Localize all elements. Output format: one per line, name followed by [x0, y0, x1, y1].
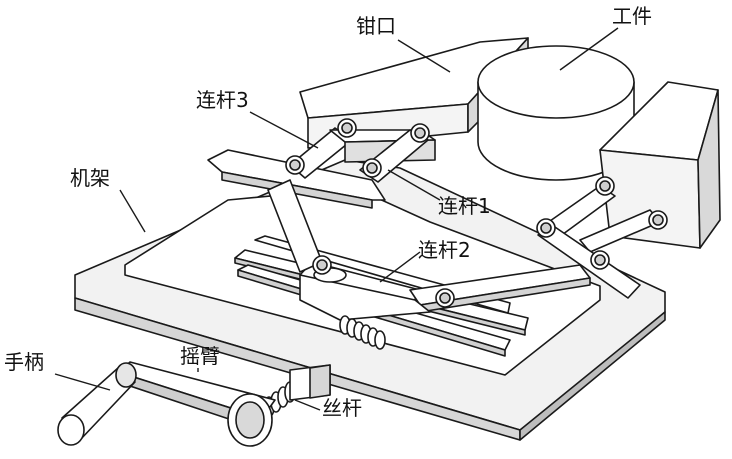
- bearing-block: [289, 364, 331, 401]
- label-link-3: 连杆3: [196, 88, 249, 112]
- label-frame: 机架: [70, 166, 110, 190]
- label-link-1: 连杆1: [438, 194, 491, 218]
- label-screw: 丝杆: [322, 396, 362, 420]
- label-rocker: 摇臂: [180, 344, 220, 368]
- pins: [285, 118, 668, 308]
- right-links: [537, 185, 661, 299]
- label-link-2: 连杆2: [418, 238, 471, 262]
- label-workpiece: 工件: [612, 4, 652, 28]
- label-jaw: 钳口: [356, 14, 396, 38]
- handle: [57, 362, 137, 446]
- leader-lines: [54, 27, 619, 411]
- workpiece: [477, 45, 635, 181]
- lever: [207, 149, 386, 273]
- rocker-arm: [117, 361, 276, 447]
- label-handle: 手柄: [4, 350, 44, 374]
